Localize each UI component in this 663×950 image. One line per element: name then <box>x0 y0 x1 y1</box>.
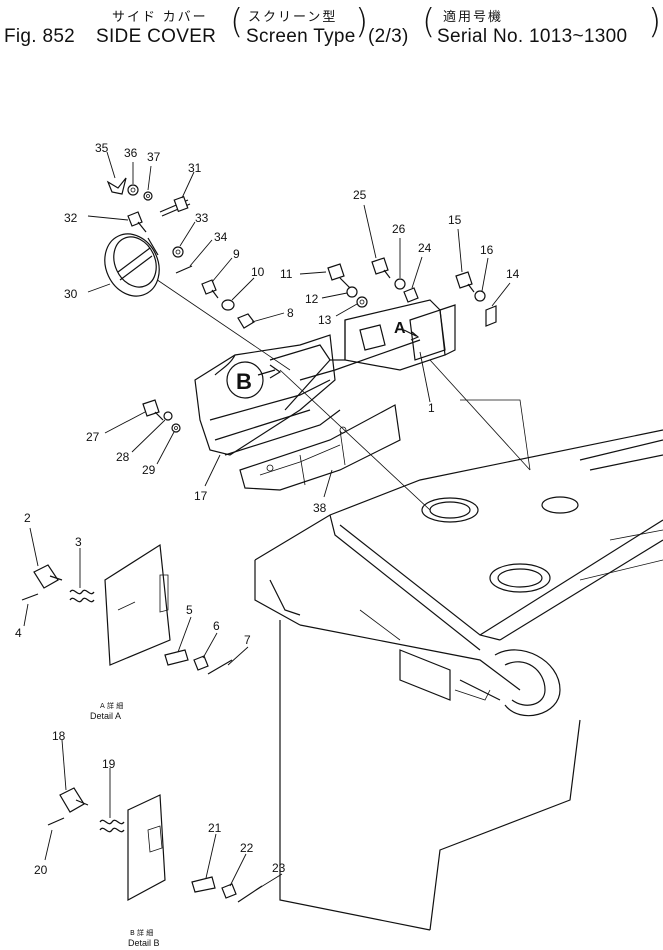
figure-number: Fig. 852 <box>4 26 76 47</box>
callout-23: 23 <box>272 861 286 875</box>
callout-17: 17 <box>194 489 208 503</box>
jp-serial: 適用号機 <box>443 9 504 24</box>
detail-a-en: Detail A <box>90 711 121 721</box>
round-screen-cap <box>104 233 160 297</box>
callout-3: 3 <box>75 535 82 549</box>
leader-lines <box>23 151 511 891</box>
callout-35: 35 <box>95 141 109 155</box>
right-paren-serial: ) <box>648 2 662 42</box>
callout-4: 4 <box>15 626 22 640</box>
callout-numbers: 1 2 3 4 5 6 7 8 9 10 11 12 13 14 15 16 1… <box>15 141 520 877</box>
callout-10: 10 <box>251 265 265 279</box>
callout-20: 20 <box>34 863 48 877</box>
page-indicator: (2/3) <box>368 26 409 47</box>
jp-part-name: サイド カバー <box>112 9 208 24</box>
callout-6: 6 <box>213 619 220 633</box>
right-paren: ) <box>355 2 369 42</box>
callout-32: 32 <box>64 211 78 225</box>
side-cover-assembly: B A <box>149 274 531 511</box>
type-label: Screen Type <box>246 26 356 47</box>
callout-14: 14 <box>506 267 520 281</box>
callout-16: 16 <box>480 243 494 257</box>
callout-29: 29 <box>142 463 156 477</box>
callout-11: 11 <box>280 267 293 281</box>
callout-12: 12 <box>305 292 319 306</box>
detail-b-en: Detail B <box>128 938 160 948</box>
callout-31: 31 <box>188 161 202 175</box>
callout-26: 26 <box>392 222 406 236</box>
callout-36: 36 <box>124 146 138 160</box>
serial-range: Serial No. 1013~1300 <box>437 26 628 47</box>
hardware-parts <box>106 177 497 433</box>
detail-a: A 詳 細 Detail A <box>21 543 233 721</box>
callout-19: 19 <box>102 757 116 771</box>
callout-13: 13 <box>318 313 332 327</box>
callout-34: 34 <box>214 230 228 244</box>
callout-24: 24 <box>418 241 432 255</box>
callout-22: 22 <box>240 841 254 855</box>
callout-5: 5 <box>186 603 193 617</box>
detail-a-jp: A 詳 細 <box>100 701 123 710</box>
left-paren-serial: ( <box>422 2 436 42</box>
callout-25: 25 <box>353 188 367 202</box>
part-name: SIDE COVER <box>96 26 217 47</box>
detail-b-jp: B 詳 細 <box>130 928 153 937</box>
left-paren: ( <box>230 2 244 42</box>
callout-38: 38 <box>313 501 327 515</box>
detail-b: B 詳 細 Detail B <box>47 787 263 948</box>
callout-7: 7 <box>244 633 251 647</box>
jp-type: スクリーン型 <box>248 9 338 24</box>
machine-body <box>254 429 663 931</box>
callout-9: 9 <box>233 247 240 261</box>
callout-21: 21 <box>208 821 222 835</box>
callout-18: 18 <box>52 729 66 743</box>
view-b-label-main: B <box>236 369 252 394</box>
callout-28: 28 <box>116 450 130 464</box>
callout-8: 8 <box>287 306 294 320</box>
callout-2: 2 <box>24 511 31 525</box>
callout-27: 27 <box>86 430 100 444</box>
view-a-label-main: A <box>394 320 406 337</box>
callout-15: 15 <box>448 213 462 227</box>
callout-33: 33 <box>195 211 209 225</box>
callout-37: 37 <box>147 150 161 164</box>
callout-30: 30 <box>64 287 78 301</box>
callout-1: 1 <box>428 401 435 415</box>
